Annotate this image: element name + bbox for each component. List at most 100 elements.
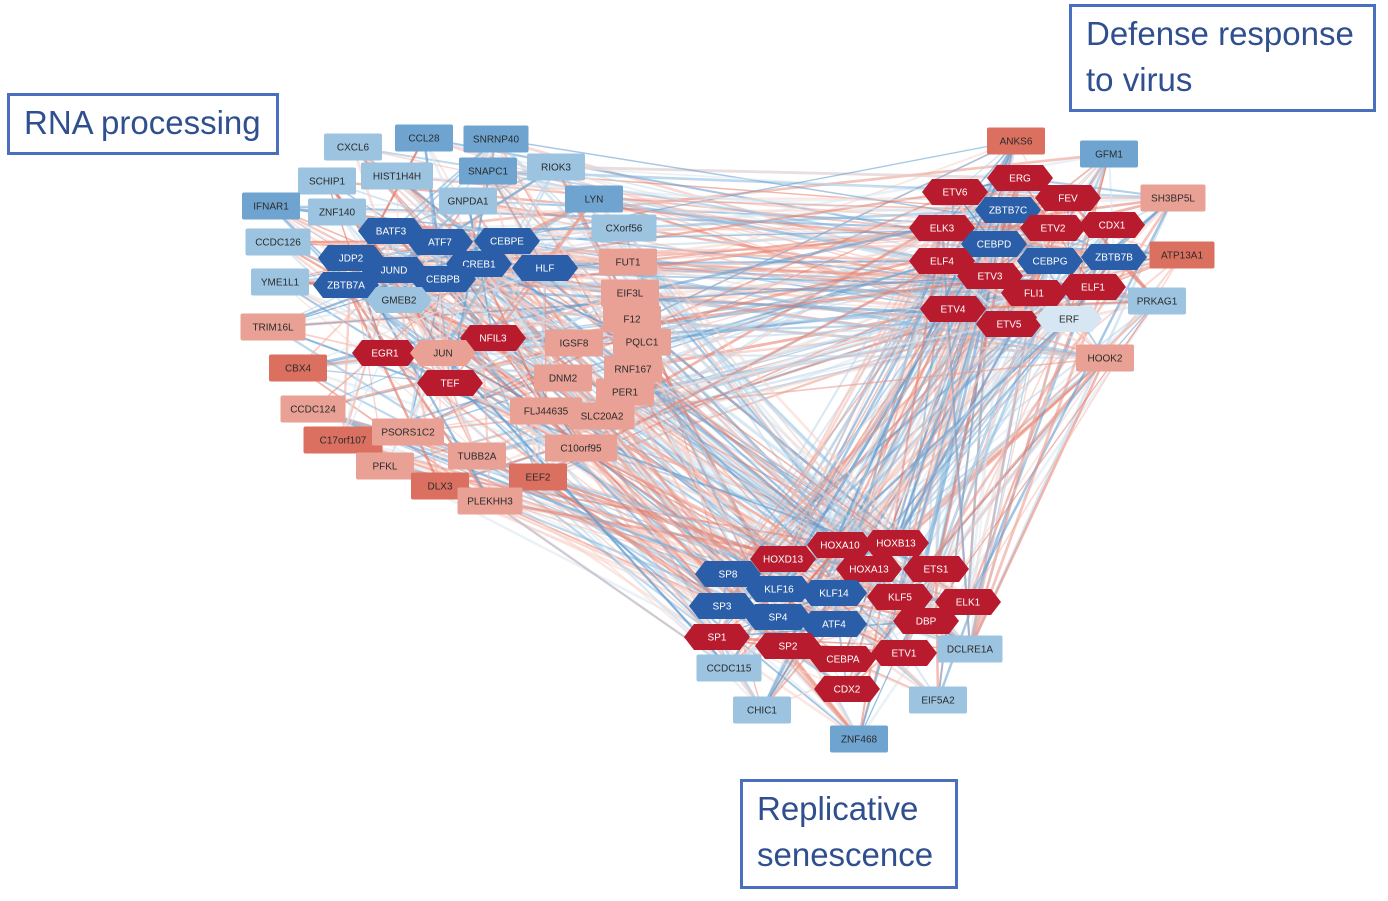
node-etv5[interactable]: ETV5	[976, 311, 1042, 337]
node-riok3[interactable]: RIOK3	[527, 153, 585, 181]
node-label: CBX4	[285, 364, 312, 375]
node-anks6[interactable]: ANKS6	[987, 127, 1045, 155]
node-per1[interactable]: PER1	[596, 378, 654, 406]
node-cebpa[interactable]: CEBPA	[810, 646, 876, 672]
node-etv3[interactable]: ETV3	[957, 263, 1023, 289]
node-elk1[interactable]: ELK1	[935, 589, 1001, 615]
node-slc20a2[interactable]: SLC20A2	[569, 402, 635, 430]
node-cdx1[interactable]: CDX1	[1079, 212, 1145, 238]
node-shape	[460, 325, 526, 351]
node-shape	[439, 187, 497, 215]
node-hlf[interactable]: HLF	[512, 255, 578, 281]
node-jun[interactable]: JUN	[410, 340, 476, 366]
node-atf4[interactable]: ATF4	[801, 611, 867, 637]
node-trim16l[interactable]: TRIM16L	[240, 313, 306, 341]
node-hoxd13[interactable]: HOXD13	[750, 546, 816, 572]
node-zbtb7a[interactable]: ZBTB7A	[313, 272, 379, 298]
node-znf140[interactable]: ZNF140	[308, 198, 366, 226]
node-schip1[interactable]: SCHIP1	[298, 167, 356, 195]
node-atp13a1[interactable]: ATP13A1	[1149, 241, 1215, 269]
node-tubb2a[interactable]: TUBB2A	[448, 442, 506, 470]
node-gfm1[interactable]: GFM1	[1080, 140, 1138, 168]
node-elf1[interactable]: ELF1	[1060, 274, 1126, 300]
node-hoxb13[interactable]: HOXB13	[863, 530, 929, 556]
node-etv2[interactable]: ETV2	[1020, 215, 1086, 241]
node-ccdc124[interactable]: CCDC124	[280, 395, 346, 423]
node-pqlc1[interactable]: PQLC1	[613, 328, 671, 356]
node-cebpg[interactable]: CEBPG	[1017, 248, 1083, 274]
node-igsf8[interactable]: IGSF8	[545, 329, 603, 357]
node-eif5a2[interactable]: EIF5A2	[909, 686, 967, 714]
node-label: HOXA10	[820, 541, 860, 552]
node-sp3[interactable]: SP3	[689, 593, 755, 619]
node-batf3[interactable]: BATF3	[358, 218, 424, 244]
node-elf4[interactable]: ELF4	[909, 248, 975, 274]
node-shape	[689, 593, 755, 619]
node-hoxa13[interactable]: HOXA13	[836, 556, 902, 582]
node-chic1[interactable]: CHIC1	[733, 696, 791, 724]
node-prkag1[interactable]: PRKAG1	[1128, 287, 1186, 315]
node-zbtb7b[interactable]: ZBTB7B	[1081, 244, 1147, 270]
node-sp8[interactable]: SP8	[695, 561, 761, 587]
node-etv6[interactable]: ETV6	[922, 179, 988, 205]
node-hook2[interactable]: HOOK2	[1076, 344, 1134, 372]
node-egr1[interactable]: EGR1	[352, 340, 418, 366]
node-dnm2[interactable]: DNM2	[534, 364, 592, 392]
node-cxcl6[interactable]: CXCL6	[324, 133, 382, 161]
node-c10orf95[interactable]: C10orf95	[545, 434, 617, 462]
node-f12[interactable]: F12	[603, 305, 661, 333]
node-eef2[interactable]: EEF2	[509, 463, 567, 491]
node-hist1h4h[interactable]: HIST1H4H	[361, 162, 433, 190]
node-ccdc126[interactable]: CCDC126	[245, 228, 311, 256]
node-gmeb2[interactable]: GMEB2	[366, 287, 432, 313]
node-cebpb[interactable]: CEBPB	[410, 266, 476, 292]
node-erg[interactable]: ERG	[987, 165, 1053, 191]
node-klf5[interactable]: KLF5	[867, 584, 933, 610]
node-sp2[interactable]: SP2	[755, 633, 821, 659]
node-hoxa10[interactable]: HOXA10	[807, 532, 873, 558]
node-snapc1[interactable]: SNAPC1	[459, 157, 517, 185]
node-sp1[interactable]: SP1	[684, 624, 750, 650]
node-ccdc115[interactable]: CCDC115	[696, 654, 762, 682]
node-flj44635[interactable]: FLJ44635	[510, 397, 582, 425]
node-znf468[interactable]: ZNF468	[830, 725, 888, 753]
node-dclre1a[interactable]: DCLRE1A	[937, 635, 1003, 663]
node-gnpda1[interactable]: GNPDA1	[439, 187, 497, 215]
node-erf[interactable]: ERF	[1036, 306, 1102, 332]
node-cbx4[interactable]: CBX4	[269, 354, 327, 382]
node-c17orf107[interactable]: C17orf107	[303, 426, 383, 454]
node-cebpd[interactable]: CEBPD	[961, 231, 1027, 257]
node-cxorf56[interactable]: CXorf56	[591, 214, 657, 242]
node-elk3[interactable]: ELK3	[909, 215, 975, 241]
node-dbp[interactable]: DBP	[893, 608, 959, 634]
node-pfkl[interactable]: PFKL	[356, 452, 414, 480]
node-etv4[interactable]: ETV4	[920, 296, 986, 322]
node-psors1c2[interactable]: PSORS1C2	[372, 418, 444, 446]
node-ets1[interactable]: ETS1	[903, 556, 969, 582]
node-sh3bp5l[interactable]: SH3BP5L	[1140, 184, 1206, 212]
node-jund[interactable]: JUND	[361, 257, 427, 283]
node-yme1l1[interactable]: YME1L1	[251, 268, 309, 296]
node-klf14[interactable]: KLF14	[801, 580, 867, 606]
node-lyn[interactable]: LYN	[565, 185, 623, 213]
node-eif3l[interactable]: EIF3L	[601, 279, 659, 307]
node-sp4[interactable]: SP4	[745, 604, 811, 630]
node-cebpe[interactable]: CEBPE	[474, 228, 540, 254]
node-shape	[1060, 274, 1126, 300]
node-fut1[interactable]: FUT1	[599, 248, 657, 276]
node-fli1[interactable]: FLI1	[1001, 280, 1067, 306]
node-ccl28[interactable]: CCL28	[395, 124, 453, 152]
node-cdx2[interactable]: CDX2	[814, 676, 880, 702]
node-dlx3[interactable]: DLX3	[411, 472, 469, 500]
node-rnf167[interactable]: RNF167	[604, 355, 662, 383]
node-fev[interactable]: FEV	[1035, 185, 1101, 211]
node-plekhh3[interactable]: PLEKHH3	[457, 487, 523, 515]
node-ifnar1[interactable]: IFNAR1	[242, 192, 300, 220]
node-nfil3[interactable]: NFIL3	[460, 325, 526, 351]
node-tef[interactable]: TEF	[417, 370, 483, 396]
node-atf7[interactable]: ATF7	[407, 229, 473, 255]
node-snrnp40[interactable]: SNRNP40	[463, 125, 529, 153]
node-etv1[interactable]: ETV1	[871, 640, 937, 666]
node-klf16[interactable]: KLF16	[746, 576, 812, 602]
node-zbtb7c[interactable]: ZBTB7C	[975, 197, 1041, 223]
